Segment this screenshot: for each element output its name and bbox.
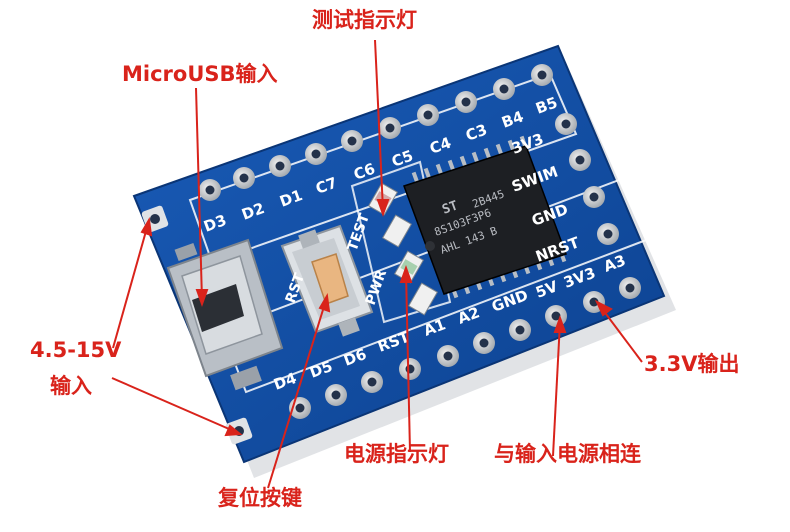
- callout-power-led: 电源指示灯: [344, 442, 449, 466]
- callout-microusb-input: MicroUSB输入: [122, 62, 278, 86]
- right-header-pins: [555, 113, 619, 245]
- callout-arrows: [111, 39, 643, 489]
- callout-connected-input: 与输入电源相连: [494, 442, 641, 466]
- callout-test-led: 测试指示灯: [312, 8, 417, 32]
- callout-33v-output: 3.3V输出: [644, 352, 740, 376]
- callout-reset-button: 复位按键: [218, 486, 302, 510]
- stm8-chip: [403, 135, 567, 299]
- top-header-pins: [199, 64, 553, 201]
- callout-vin-input: 输入: [50, 374, 92, 398]
- reset-button: [280, 224, 374, 337]
- callout-vin-range: 4.5-15V: [30, 338, 122, 362]
- chip-logo: ST: [440, 198, 460, 218]
